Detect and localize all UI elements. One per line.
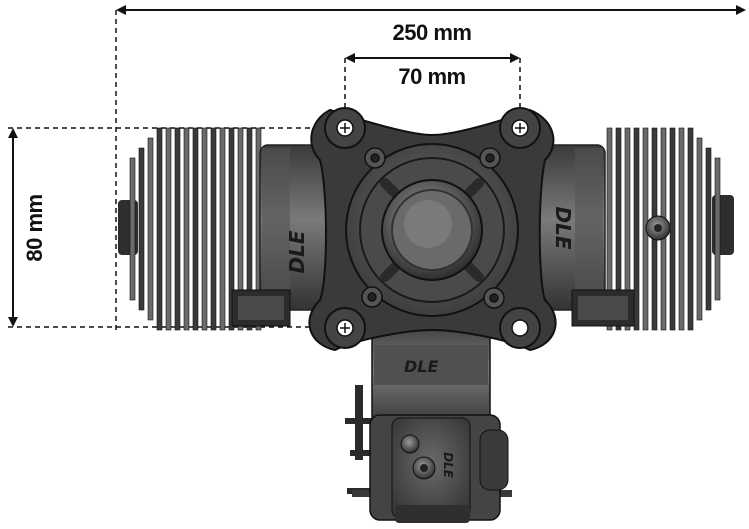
cooling-fin [237,127,244,331]
carburetor: DLE [345,385,512,523]
right-cooling-fins [606,127,721,331]
overall-width-label: 250 mm [393,20,472,45]
cooling-fin [246,127,253,331]
cooling-fin [174,127,181,331]
intake-housing: DLE [371,319,491,431]
cooling-fin [165,127,172,331]
dimension-lines [8,5,746,330]
cooling-fin [615,127,622,331]
crankcase [308,107,557,352]
right-cylinder-logo: DLE [551,206,575,249]
mount-spacing-label: 70 mm [398,64,465,89]
cooling-fin [687,127,694,331]
mounting-holes [324,107,541,349]
cooling-fin [129,157,136,301]
intake-housing-logo: DLE [404,357,438,376]
mount-height-label: 80 mm [22,194,47,261]
carburetor-logo: DLE [441,452,455,479]
cooling-fin [210,127,217,331]
cooling-fin [219,127,226,331]
cooling-fin [138,147,145,311]
cooling-fin [156,127,163,331]
case-bolts [361,147,505,309]
cooling-fin [633,127,640,331]
left-cooling-fins [129,127,262,331]
cooling-fin [669,127,676,331]
cooling-fin [606,127,613,331]
left-cylinder: DLE [118,127,331,331]
right-cylinder: DLE [534,127,734,331]
cooling-fin [696,137,703,321]
cooling-fin [678,127,685,331]
left-cylinder-logo: DLE [285,230,309,273]
cooling-fin [714,157,721,301]
cooling-fin [624,127,631,331]
cooling-fin [147,137,154,321]
cooling-fin [228,127,235,331]
cooling-fin [192,127,199,331]
cooling-fin [183,127,190,331]
cooling-fin [201,127,208,331]
cooling-fin [705,147,712,311]
